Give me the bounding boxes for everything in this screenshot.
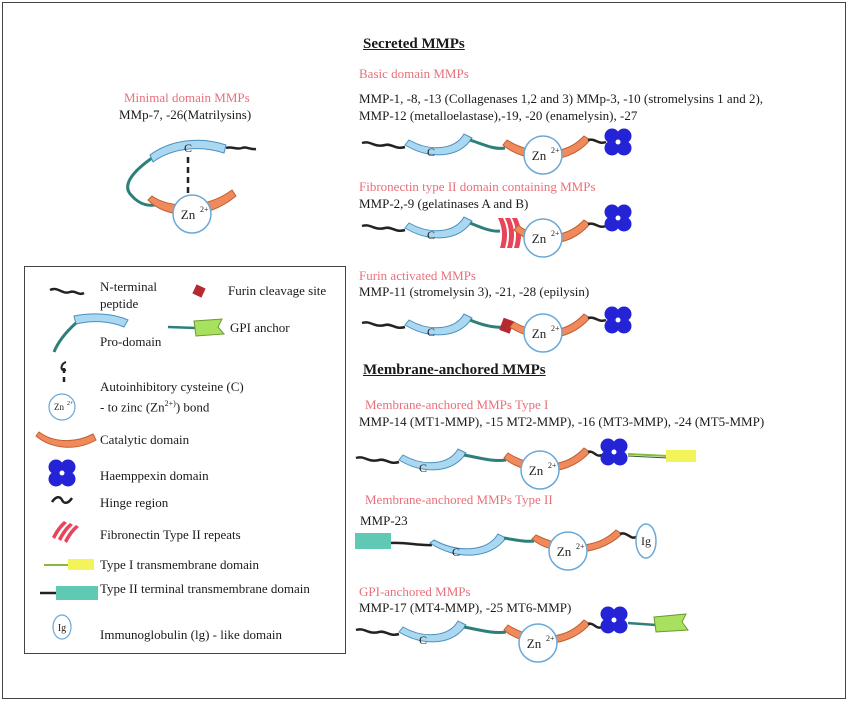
legend-n-terminal-label: N-terminal peptide [100, 279, 158, 311]
legend-symbols: Zn 2+ Ig [35, 284, 226, 640]
legend-n-terminal-symbol [49, 287, 85, 296]
basic-mmp-structure: C [361, 128, 632, 175]
legend-furin-symbol [192, 284, 206, 298]
secreted-title: Secreted MMPs [363, 36, 465, 52]
type2-group-name: Membrane-anchored MMPs Type II [365, 492, 553, 507]
legend-gpi-symbol [193, 318, 226, 337]
legend-ig-label: Immunoglobulin (lg) - like domain [100, 627, 282, 642]
type2-group-members: MMP-23 [360, 513, 408, 528]
minimal-mmp-structure: C [126, 139, 257, 234]
fibronectin-group-members: MMP-2,-9 (gelatinases A and B) [359, 196, 529, 211]
ig-like-domain [635, 523, 657, 559]
pro-domain [404, 133, 473, 156]
svg-text:2+: 2+ [67, 401, 74, 407]
zinc-ion [172, 194, 212, 234]
type1-group-name: Membrane-anchored MMPs Type I [365, 397, 549, 412]
legend-catalytic-label: Catalytic domain [100, 432, 190, 447]
legend-furin-label: Furin cleavage site [228, 283, 327, 298]
svg-text:C: C [452, 545, 460, 559]
svg-text:C: C [427, 145, 435, 159]
svg-text:Ig: Ig [641, 534, 651, 548]
minimal-group-name: Minimal domain MMPs [124, 90, 250, 105]
type2-transmembrane-domain [355, 533, 391, 549]
svg-text:Ig: Ig [58, 623, 66, 634]
svg-text:C: C [419, 461, 427, 475]
legend-fib-symbol [52, 521, 79, 543]
furin-cleavage-site [499, 317, 515, 334]
pro-domain [149, 139, 227, 163]
legend-tm2-label: Type II terminal transmembrane domain [100, 581, 310, 596]
legend-hinge-label: Hinge region [100, 495, 169, 510]
legend-fib-label: Fibronectin Type II repeats [100, 527, 241, 542]
type1-group-members: MMP-14 (MT1-MMP), -15 MT2-MMP), -16 (MT3… [359, 414, 765, 429]
minimal-group-members: MMp-7, -26(Matrilysins) [119, 107, 252, 122]
type1-transmembrane-domain [666, 450, 696, 462]
legend-ig-symbol [52, 614, 72, 640]
fibronectin-group-name: Fibronectin type II domain containing MM… [359, 179, 596, 194]
legend-tm1-label: Type I transmembrane domain [100, 557, 260, 572]
svg-text:C: C [427, 325, 435, 339]
gpi-mmp-structure: C [355, 606, 689, 663]
legend-pro-symbol [73, 313, 129, 328]
legend-catalytic-symbol [35, 431, 97, 448]
catalytic-domain [147, 189, 237, 215]
basic-group-name: Basic domain MMPs [359, 66, 469, 81]
legend-haem-label: Haemppexin domain [100, 468, 209, 483]
legend-zn-symbol [48, 393, 76, 421]
legend-autoinhib-label: Autoinhibitory cysteine (C) [100, 379, 244, 394]
basic-group-members: MMP-1, -8, -13 (Collagenases 1,2 and 3) … [359, 91, 764, 123]
hemopexin-domain [604, 128, 632, 156]
legend-tm2-symbol [56, 586, 98, 600]
svg-text:C: C [427, 228, 435, 242]
legend-pro-label: Pro-domain [100, 334, 162, 349]
type2-mmp-structure: C Ig [355, 523, 657, 571]
membrane-title: Membrane-anchored MMPs [363, 362, 546, 378]
legend-gpi-label: GPI anchor [230, 320, 290, 335]
furin-group-members: MMP-11 (stromelysin 3), -21, -28 (epilys… [359, 284, 590, 299]
gpi-group-members: MMP-17 (MT4-MMP), -25 MT6-MMP) [359, 600, 572, 615]
fibronectin-mmp-structure: C [361, 204, 632, 258]
type1-mmp-structure: C [355, 438, 696, 490]
svg-text:C: C [419, 633, 427, 647]
furin-group-name: Furin activated MMPs [359, 268, 476, 283]
legend-box [24, 266, 346, 654]
legend-hinge-symbol [50, 496, 74, 504]
gpi-group-name: GPI-anchored MMPs [359, 584, 471, 599]
legend-autoinhib-label-2: - to zinc (Zn2+)) bond [100, 399, 210, 415]
legend-tm1-symbol [68, 559, 94, 570]
gpi-anchor [653, 613, 689, 633]
cysteine-label: C [184, 141, 192, 155]
furin-mmp-structure: C [361, 306, 632, 353]
pro-linker [126, 156, 161, 207]
svg-text:Zn: Zn [54, 402, 64, 412]
hinge-region [225, 146, 257, 151]
